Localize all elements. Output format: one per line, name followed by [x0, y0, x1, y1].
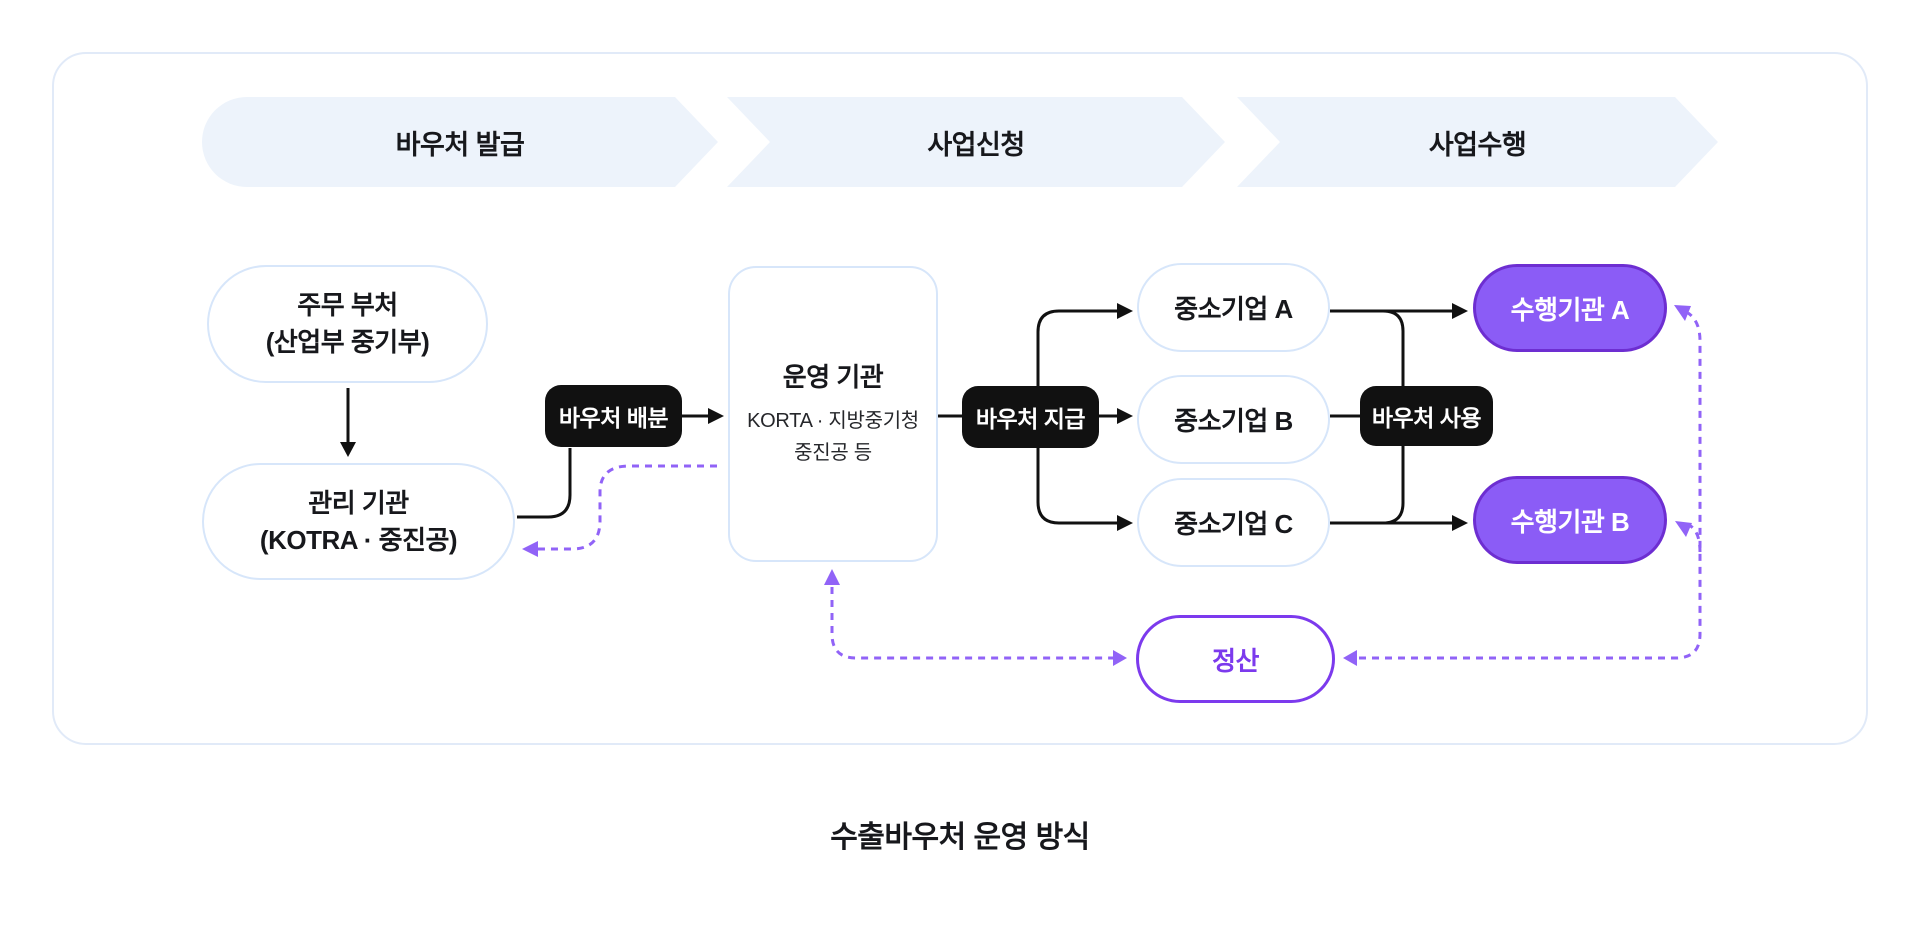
- node-sme-a-label: 중소기업 A: [1174, 294, 1293, 324]
- dash-branch-to-agency-b: [1688, 523, 1702, 553]
- arrow-into-management: [340, 442, 356, 457]
- badge-voucher-distribution-label: 바우처 배분: [558, 405, 669, 431]
- node-ministry: 주무 부처 (산업부 중기부): [207, 265, 488, 383]
- node-management: 관리 기관 (KOTRA · 중진공): [202, 463, 515, 580]
- arrow-into-operating: [708, 408, 724, 424]
- arrow-into-sme-c: [1117, 515, 1133, 531]
- arrow-into-management-dashed: [522, 541, 538, 557]
- arrow-into-settlement-right: [1113, 650, 1127, 666]
- purple-dashed-connectors: [538, 311, 1702, 660]
- node-agency-a: 수행기관 A: [1473, 264, 1667, 352]
- dash-settlement-to-operating: [830, 587, 1114, 660]
- node-ministry-title: 주무 부처: [297, 290, 398, 321]
- node-management-title: 관리 기관: [308, 487, 409, 518]
- arrow-into-settlement-left: [1343, 650, 1357, 666]
- arrow-into-agency-b: [1452, 515, 1468, 531]
- stage-label-text: 사업수행: [1428, 129, 1527, 160]
- node-sme-b-label: 중소기업 B: [1174, 406, 1293, 436]
- node-sme-a: 중소기업 A: [1137, 263, 1330, 352]
- badge-voucher-payment-label: 바우처 지급: [975, 406, 1086, 432]
- badge-voucher-use-label: 바우처 사용: [1371, 405, 1482, 431]
- line-payment-to-sme-c: [1036, 448, 1118, 525]
- node-operating-subtitle-line1: KORTA · 지방중기청: [747, 410, 919, 433]
- stage-chevron-business-execution: 사업수행: [1237, 97, 1718, 187]
- node-operating-subtitle: KORTA · 지방중기청 중진공 등: [747, 405, 919, 469]
- arrow-into-agency-b-dashed: [1675, 521, 1692, 537]
- node-sme-b: 중소기업 B: [1137, 375, 1330, 464]
- arrow-into-operating-dashed: [824, 569, 840, 585]
- node-agency-b-label: 수행기관 B: [1510, 506, 1630, 537]
- purple-arrowheads: [522, 305, 1692, 666]
- dash-operating-to-management: [538, 464, 717, 551]
- arrow-into-agency-a-dashed: [1674, 305, 1691, 321]
- node-agency-a-label: 수행기관 A: [1510, 294, 1630, 325]
- node-sme-c: 중소기업 C: [1137, 478, 1330, 567]
- stage-chevron-voucher-issuance: 바우처 발급: [202, 97, 718, 187]
- badge-voucher-use: 바우처 사용: [1360, 386, 1493, 446]
- node-operating-subtitle-line2: 중진공 등: [794, 442, 872, 465]
- node-operating: 운영 기관 KORTA · 지방중기청 중진공 등: [728, 266, 938, 562]
- node-operating-title: 운영 기관: [782, 361, 884, 392]
- node-management-subtitle: (KOTRA · 중진공): [259, 524, 458, 555]
- node-ministry-subtitle: (산업부 중기부): [265, 327, 430, 357]
- stage-label-text: 바우처 발급: [395, 129, 525, 160]
- chevron-2-shape: [727, 97, 1225, 187]
- stage-chevron-shapes: [202, 97, 1718, 187]
- arrow-into-sme-a: [1117, 303, 1133, 319]
- node-sme-c-label: 중소기업 C: [1174, 509, 1293, 539]
- badge-voucher-payment: 바우처 지급: [962, 386, 1099, 448]
- chevron-1-shape: [202, 97, 718, 187]
- badge-voucher-distribution: 바우처 배분: [545, 385, 682, 447]
- dash-settlement-to-agencies: [1359, 311, 1702, 660]
- node-settlement: 정산: [1136, 615, 1335, 703]
- black-connectors: [346, 309, 1452, 525]
- arrow-into-sme-b: [1117, 408, 1133, 424]
- stage-chevron-business-application: 사업신청: [727, 97, 1225, 187]
- node-agency-b: 수행기관 B: [1473, 476, 1667, 564]
- arrow-into-agency-a: [1452, 303, 1468, 319]
- line-management-to-distribution-badge: [517, 448, 572, 519]
- diagram-caption: 수출바우처 운영 방식: [830, 821, 1090, 854]
- line-payment-to-sme-a: [1036, 309, 1118, 386]
- stage-label-text: 사업신청: [927, 129, 1025, 160]
- black-arrowheads: [340, 303, 1468, 531]
- chevron-3-shape: [1237, 97, 1718, 187]
- node-settlement-label: 정산: [1212, 645, 1259, 676]
